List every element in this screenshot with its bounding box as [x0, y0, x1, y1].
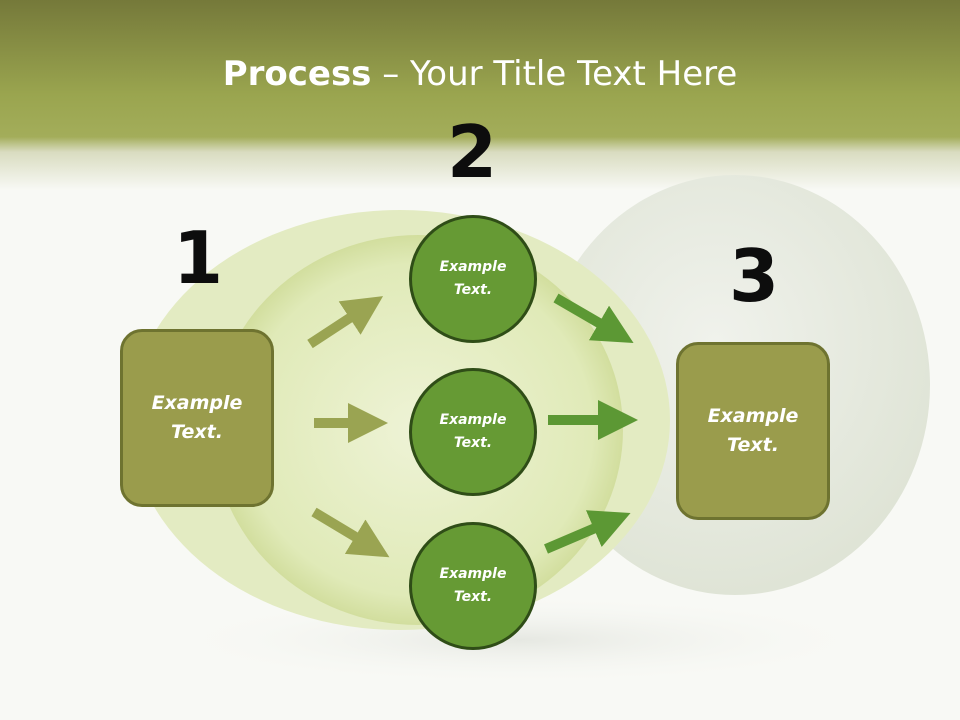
title-bold: Process: [222, 54, 372, 94]
arrow-1-to-bottom: [311, 507, 390, 558]
step-3-text: Example Text.: [707, 405, 799, 456]
arrow-1-to-top: [307, 296, 384, 349]
circle-middle-text: Example Text.: [439, 412, 507, 451]
step-1-text: Example Text.: [151, 392, 243, 443]
circle-bottom-text: Example Text.: [439, 566, 507, 605]
title-rest: – Your Title Text Here: [371, 54, 738, 94]
step-2-circle-middle[interactable]: Example Text.: [409, 368, 537, 496]
step-3-box[interactable]: Example Text.: [676, 342, 830, 520]
arrow-bottom-to-3: [544, 510, 631, 554]
circle-top-text: Example Text.: [439, 259, 507, 298]
step-number-1: 1: [172, 216, 224, 300]
slide-title: Process – Your Title Text Here: [0, 52, 960, 96]
step-number-2: 2: [446, 110, 498, 194]
step-2-circle-bottom[interactable]: Example Text.: [409, 522, 537, 650]
step-2-circle-top[interactable]: Example Text.: [409, 215, 537, 343]
step-1-box[interactable]: Example Text.: [120, 329, 274, 507]
arrow-top-to-3: [553, 293, 634, 344]
step-number-3: 3: [728, 234, 780, 318]
